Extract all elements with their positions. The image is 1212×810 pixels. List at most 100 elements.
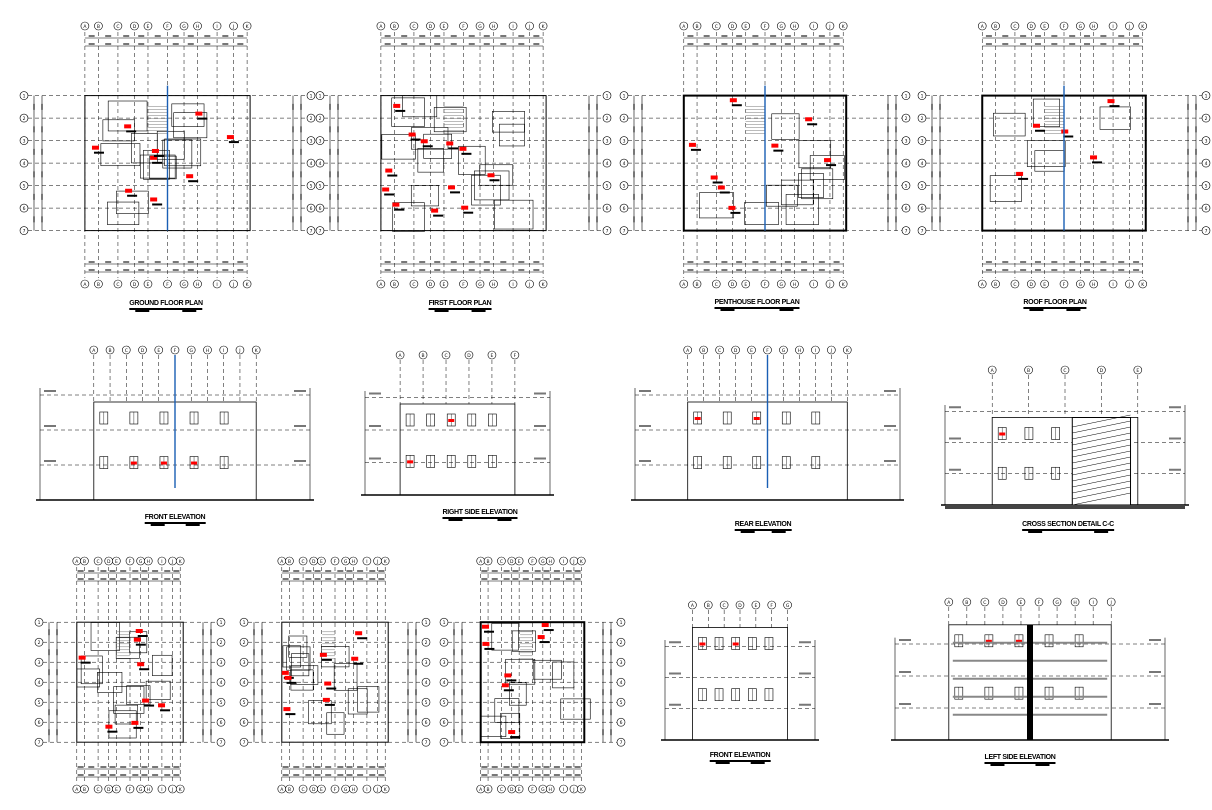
dimension-text xyxy=(801,269,808,271)
dimension-text xyxy=(401,43,408,45)
room-label xyxy=(353,662,364,665)
dimension-text xyxy=(378,766,385,768)
grid-bubble-label: F xyxy=(334,787,337,793)
grid-bubble-label: B xyxy=(695,24,698,30)
dimension-text xyxy=(784,269,791,271)
dimension-text xyxy=(468,43,475,45)
grid-bubble-label: 6 xyxy=(443,720,446,726)
dimension-text xyxy=(434,261,441,263)
dimension-text xyxy=(56,689,58,696)
grid-bubble xyxy=(619,91,629,100)
grid-bubble-label: H xyxy=(492,282,495,288)
dimension-text xyxy=(237,261,244,263)
dimension-text xyxy=(801,35,808,37)
dimension-text xyxy=(1118,261,1125,263)
dimension-text xyxy=(818,269,825,271)
room-tag xyxy=(487,173,495,178)
level-label xyxy=(799,672,811,675)
dimension-text xyxy=(293,570,300,572)
dimension-text xyxy=(105,269,112,271)
dimension-text xyxy=(204,43,211,45)
grid-bubble-label: C xyxy=(983,600,986,606)
grid-bubble xyxy=(315,136,325,145)
grid-bubble-label: G xyxy=(786,603,790,609)
grid-bubble-label: K xyxy=(842,24,846,30)
dimension-text xyxy=(1187,216,1189,223)
grid-bubble-label: D xyxy=(734,348,738,354)
grid-bubble-label: 2 xyxy=(1205,116,1208,122)
grid-bubble-label: 3 xyxy=(23,139,26,145)
grid-bubble xyxy=(528,556,537,566)
grid-bubble xyxy=(239,737,249,747)
grid-bubble-label: 2 xyxy=(220,640,223,646)
title-ground-floor-plan: GROUND FLOOR PLAN xyxy=(129,300,203,312)
dimension-text xyxy=(641,216,643,223)
room-tag xyxy=(728,205,736,210)
grid-bubble xyxy=(362,556,372,566)
room-wall xyxy=(499,123,525,147)
room-wall xyxy=(511,630,536,652)
grid-bubble xyxy=(19,158,29,168)
dimension-text xyxy=(1051,35,1058,37)
level-label xyxy=(1169,406,1181,409)
dimension-text xyxy=(41,148,43,155)
grid-bubble-label: 3 xyxy=(905,139,908,145)
stair-flight xyxy=(1072,414,1131,428)
room-label xyxy=(324,703,335,706)
dimension-text xyxy=(253,629,255,636)
grid-bubble-label: 7 xyxy=(220,740,223,746)
grid-bubble xyxy=(216,617,226,627)
dimension-text xyxy=(369,766,376,768)
grid-bubble xyxy=(728,21,737,31)
grid-bubble-label: 3 xyxy=(921,139,924,145)
grid-bubble xyxy=(1024,365,1033,375)
dimension-text xyxy=(48,689,50,696)
grid-bubble-label: F xyxy=(770,603,773,609)
dimension-text xyxy=(261,629,263,636)
grid-bubble xyxy=(34,677,44,687)
room-wall xyxy=(171,103,205,127)
room-tag xyxy=(508,730,516,735)
grid-bubble xyxy=(514,556,524,566)
grid-bubble-label: D xyxy=(1100,368,1104,374)
dimension-text xyxy=(491,766,498,768)
grid-bubble-label: K xyxy=(1141,24,1145,30)
grid-bubble xyxy=(94,21,103,31)
grid-bubble xyxy=(1125,279,1134,289)
grid-bubble xyxy=(619,203,629,213)
room-tag xyxy=(91,145,99,150)
room-wall xyxy=(116,190,149,214)
dimension-text xyxy=(384,35,391,37)
room-wall xyxy=(347,688,368,715)
grid-bubble-label: E xyxy=(754,603,757,609)
grid-bubble xyxy=(306,113,316,123)
grid-bubble-label: 3 xyxy=(310,139,313,145)
dimension-text xyxy=(300,148,302,155)
grid-bubble-label: 5 xyxy=(425,700,428,706)
grid-bubble xyxy=(616,737,626,747)
grid-bubble xyxy=(1201,113,1211,123)
grid-bubble-label: E xyxy=(147,282,150,288)
grid-bubble-label: J xyxy=(572,559,574,565)
grid-bubble-label: C xyxy=(302,559,305,565)
room-tag xyxy=(824,158,832,163)
grid-bubble xyxy=(113,21,123,31)
grid-bubble xyxy=(838,21,848,31)
dimension-text xyxy=(415,729,417,736)
grid-bubble-label: E xyxy=(1043,282,1046,288)
dimension-text xyxy=(282,578,289,580)
room-wall xyxy=(1034,150,1065,172)
grid-bubble xyxy=(901,113,911,123)
grid-bubble-label: E xyxy=(147,24,150,30)
dimension-text xyxy=(152,774,159,776)
grid-bubble xyxy=(483,556,493,566)
grid-bubble xyxy=(1026,279,1036,289)
grid-bubble xyxy=(80,21,90,31)
room-tag xyxy=(382,187,390,192)
dimension-text xyxy=(533,43,540,45)
grid-bubble xyxy=(917,91,927,100)
dimension-text xyxy=(292,126,294,133)
dimension-text xyxy=(553,570,560,572)
dimension-text xyxy=(434,43,441,45)
stair-flight xyxy=(1072,450,1131,464)
